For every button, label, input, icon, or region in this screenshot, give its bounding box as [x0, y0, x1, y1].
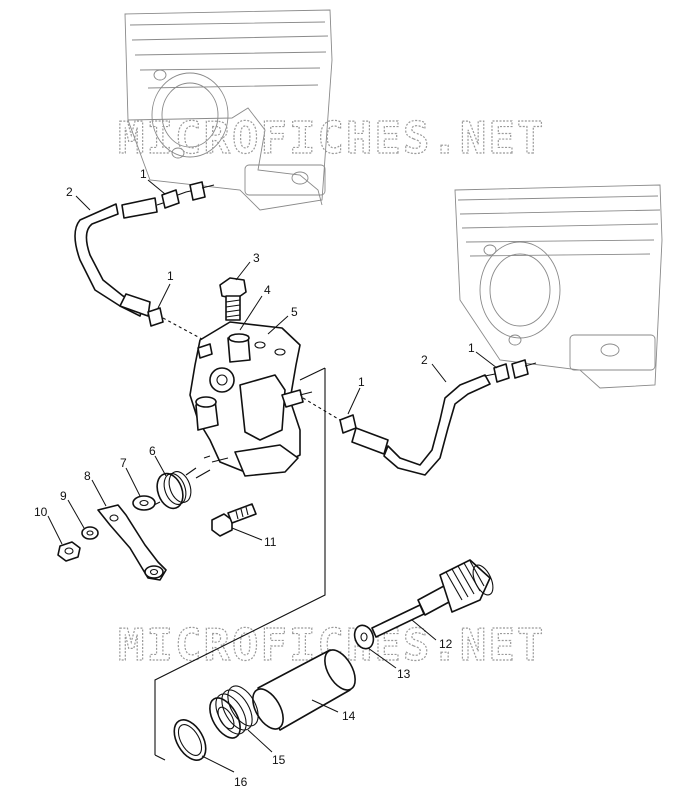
oil-pump-body	[189, 321, 313, 477]
callout-1-right-line: 1	[358, 375, 365, 389]
snap-ring	[173, 719, 207, 761]
plain-washer	[132, 495, 156, 511]
mounting-bolt	[211, 503, 257, 537]
callout-1-right-engine: 1	[468, 341, 475, 355]
clamp-1-top	[161, 181, 215, 209]
clamp-1-right-engine	[493, 359, 537, 383]
watermark-top: MICROFICHES.NET	[118, 113, 545, 164]
callout-12: 12	[439, 637, 453, 651]
drive-gear-shaft	[371, 559, 494, 638]
callout-7: 7	[120, 456, 127, 470]
hex-nut	[57, 541, 81, 562]
callout-3: 3	[253, 251, 260, 265]
callout-2-left: 2	[66, 185, 73, 199]
return-spring	[151, 467, 211, 510]
callout-1-mid-left: 1	[167, 269, 174, 283]
callout-10: 10	[34, 505, 48, 519]
callout-4: 4	[264, 283, 271, 297]
callout-2-right: 2	[421, 353, 428, 367]
clamp-1-right-line	[339, 414, 357, 434]
clamp-1-left-line	[147, 307, 213, 346]
callout-16: 16	[234, 775, 248, 789]
control-lever	[97, 504, 167, 581]
callout-9: 9	[60, 489, 67, 503]
oil-line-left	[74, 189, 196, 317]
oil-line-right	[351, 372, 501, 476]
banjo-bolt	[219, 277, 247, 321]
callout-1-top: 1	[140, 167, 147, 181]
callout-5: 5	[291, 305, 298, 319]
assembly-bracket	[154, 367, 326, 761]
callout-15: 15	[272, 753, 286, 767]
engine-cylinder-right	[454, 184, 663, 389]
callout-6: 6	[149, 444, 156, 458]
engine-cylinder-left	[124, 9, 333, 211]
callout-13: 13	[397, 667, 411, 681]
lock-washer	[81, 526, 99, 540]
callouts: 1 2 1 3 4 5 2 1 1 6 7 8 9	[34, 167, 498, 789]
callout-11: 11	[264, 535, 277, 549]
callout-8: 8	[84, 469, 91, 483]
callout-14: 14	[342, 709, 356, 723]
drive-sleeve	[252, 649, 356, 731]
coil-spring	[209, 685, 259, 739]
